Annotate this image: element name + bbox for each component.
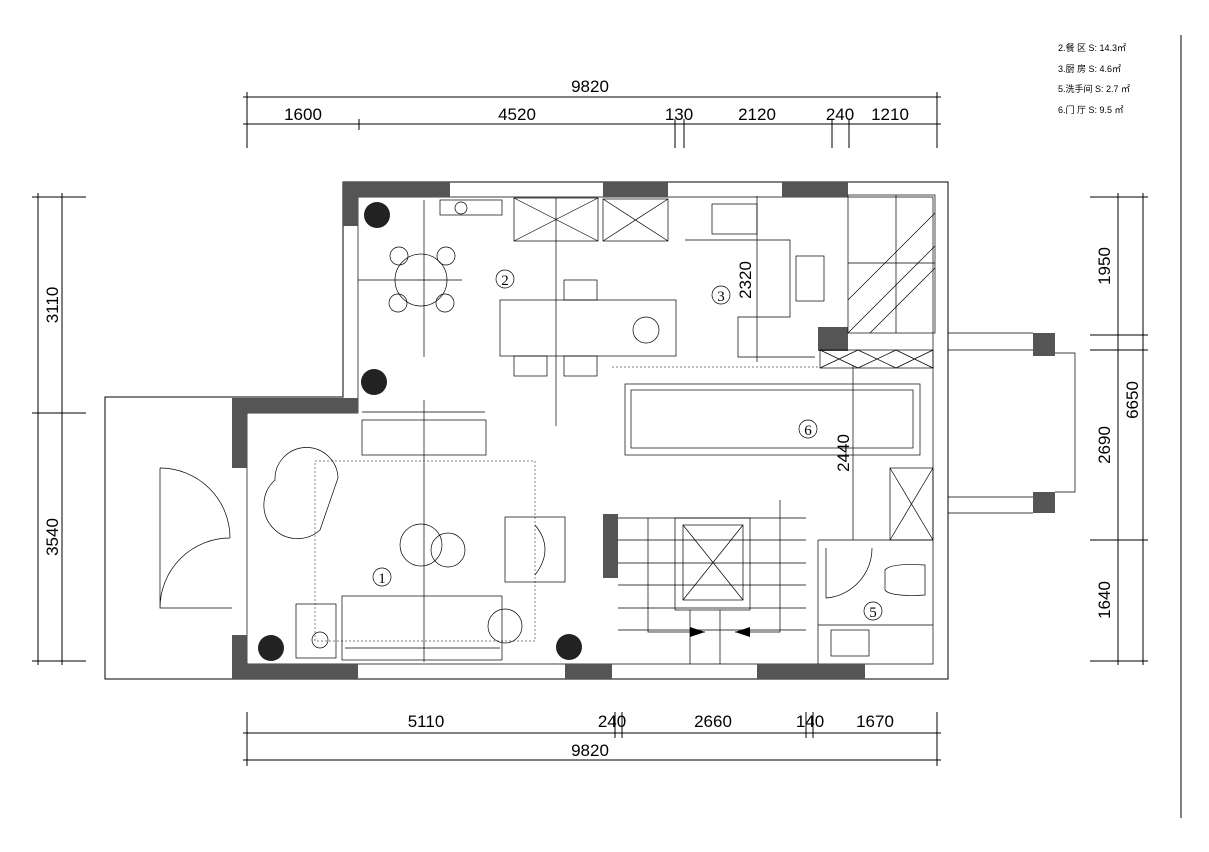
dim-kitchen-depth: 2320 (736, 261, 755, 299)
dim-bottom-total: 9820 (571, 741, 609, 760)
dim-right-total: 6650 (1123, 381, 1142, 419)
room-marker-1: 1 (378, 571, 386, 587)
room-marker-5: 5 (869, 605, 877, 621)
dim-top: 130 (665, 105, 693, 124)
dim-left: 3540 (43, 518, 62, 556)
dim-hall-depth: 2440 (834, 434, 853, 472)
staircase (618, 500, 806, 664)
dim-left: 3110 (43, 287, 62, 324)
dim-top: 240 (826, 105, 854, 124)
dim-top: 2120 (738, 105, 776, 124)
dim-bottom: 2660 (694, 712, 732, 731)
dim-top: 1600 (284, 105, 322, 124)
legend-item: 2.餐 区 S: 14.3㎡ (1058, 43, 1127, 53)
legend-item: 5.洗手间 S: 2.7 ㎡ (1058, 84, 1131, 94)
dim-bottom: 5110 (408, 712, 445, 731)
top-dimensions: 9820 1600 4520 130 2120 240 1210 (243, 77, 941, 148)
walls (104, 181, 1076, 680)
dim-bottom: 1670 (856, 712, 894, 731)
legend-item: 6.门 厅 S: 9.5 ㎡ (1058, 104, 1124, 115)
room-marker-2: 2 (501, 273, 509, 289)
dim-bottom: 140 (796, 712, 824, 731)
furniture (258, 194, 936, 664)
room-marker-6: 6 (804, 423, 812, 439)
left-dimensions: 3110 3540 (32, 193, 86, 665)
dim-bottom: 240 (598, 712, 626, 731)
dim-right: 2690 (1095, 426, 1114, 464)
area-legend: 2.餐 区 S: 14.3㎡ 3.厨 房 S: 4.6㎡ 5.洗手间 S: 2.… (1058, 38, 1130, 120)
bottom-dimensions: 5110 240 2660 140 1670 9820 (243, 712, 941, 766)
legend-item: 3.厨 房 S: 4.6㎡ (1058, 63, 1122, 74)
right-dimensions: 1950 2690 1640 6650 (1090, 193, 1148, 665)
dim-top: 4520 (498, 105, 536, 124)
dim-top: 1210 (871, 105, 909, 124)
dim-right: 1950 (1095, 247, 1114, 285)
room-marker-3: 3 (717, 289, 725, 305)
room-markers: 1 2 3 5 6 (372, 269, 883, 621)
dim-right: 1640 (1095, 581, 1114, 619)
dim-top-total: 9820 (571, 77, 609, 96)
